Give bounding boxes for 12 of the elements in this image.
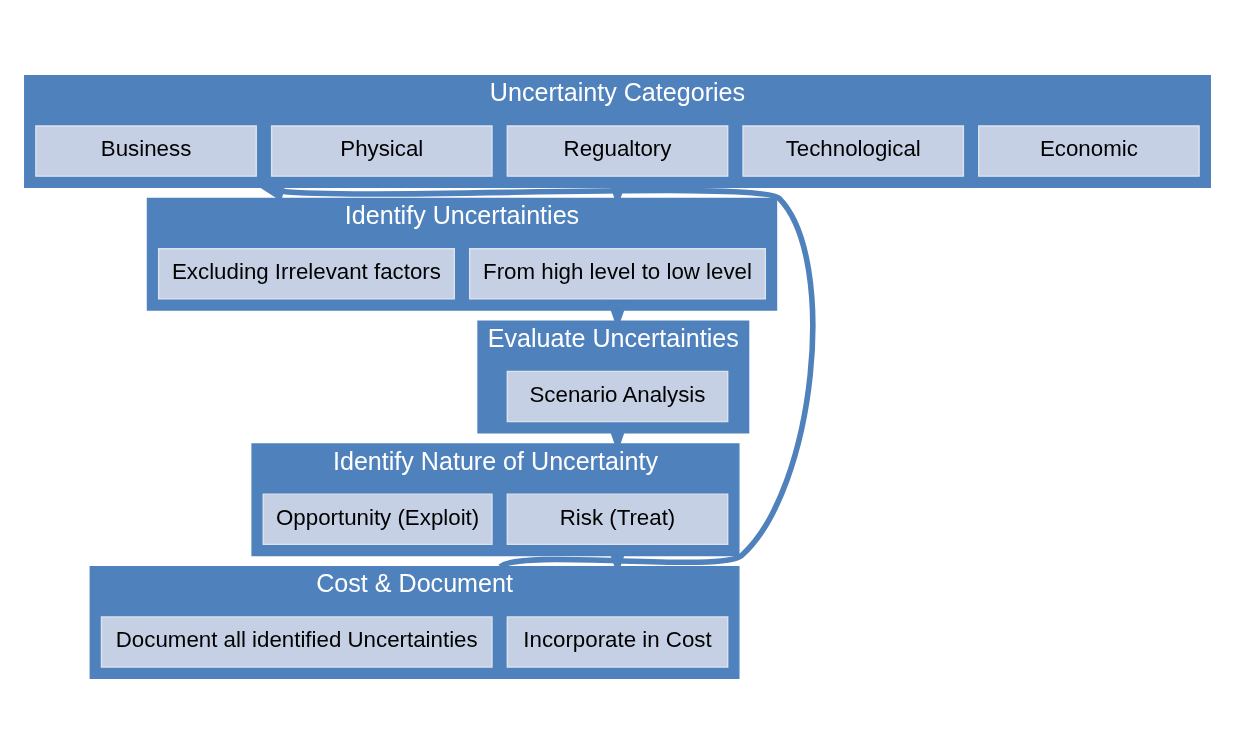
node-box: Scenario Analysis xyxy=(506,370,729,422)
node-box: Physical xyxy=(270,124,493,177)
node-box: Regualtory xyxy=(506,124,729,177)
node-box: Incorporate in Cost xyxy=(506,615,729,668)
node-box: Technological xyxy=(742,124,965,177)
node-box: Risk (Treat) xyxy=(506,492,729,545)
node-box: Excluding Irrelevant factors xyxy=(157,247,455,300)
node-box: Economic xyxy=(978,124,1200,177)
node-box: Business xyxy=(35,124,257,177)
node-box: From high level to low level xyxy=(468,247,767,300)
node-box: Document all identified Uncertainties xyxy=(100,615,493,668)
node-box: Opportunity (Exploit) xyxy=(262,492,493,545)
